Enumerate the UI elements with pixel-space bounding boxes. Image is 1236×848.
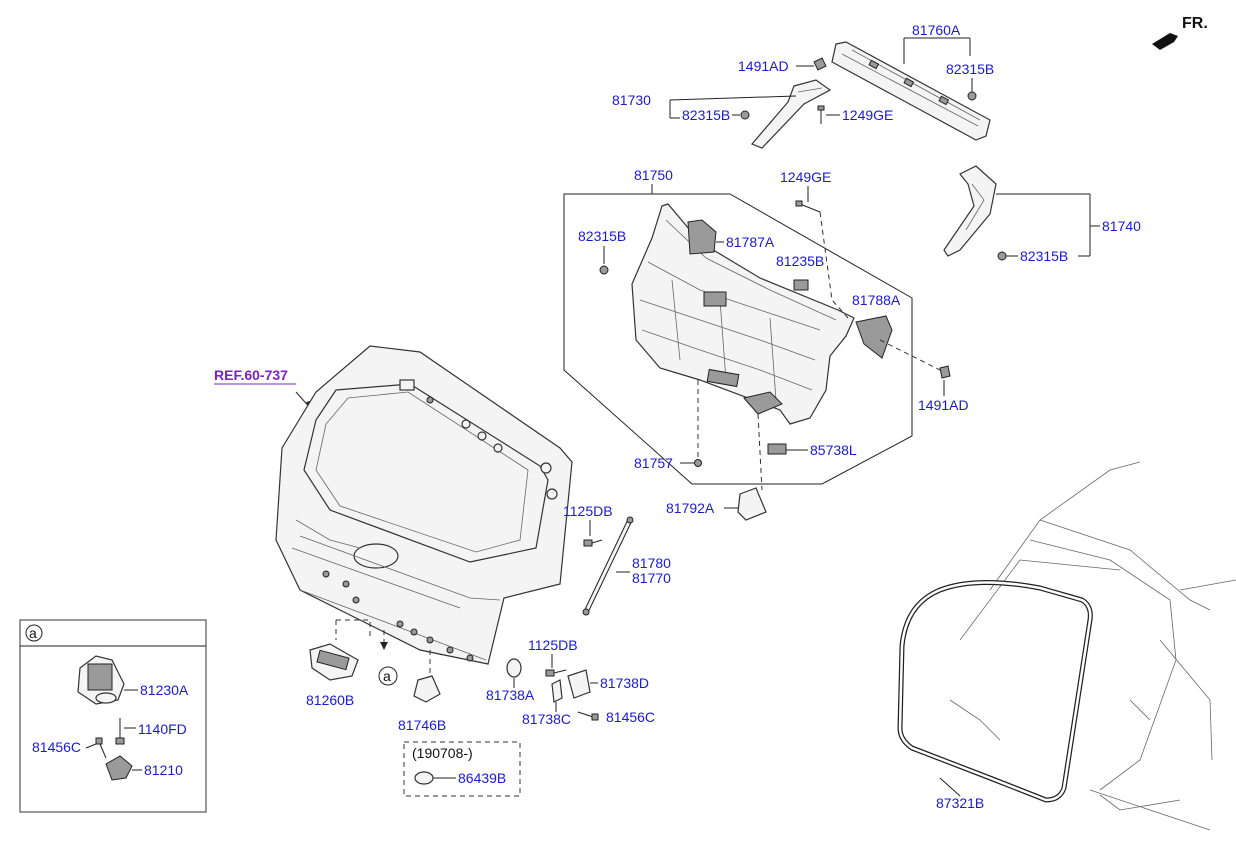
label-1249GE-top: 1249GE — [842, 107, 893, 123]
bolt-1125DB-b — [545, 669, 567, 677]
clip-1491AD-top — [813, 57, 827, 71]
label-81730: 81730 — [612, 92, 651, 108]
detail-callout-a[interactable] — [378, 666, 398, 686]
clip-82315B-top-left — [740, 110, 750, 120]
cover-81788A — [855, 315, 893, 359]
label-82315B-top-left: 82315B — [682, 107, 730, 123]
clip-81757 — [694, 459, 702, 467]
detail-marker-a — [25, 624, 43, 642]
label-81760A: 81760A — [912, 22, 961, 38]
spoiler-trim-81760A — [831, 41, 991, 141]
label-81770: 81770 — [632, 570, 671, 586]
label-81738D: 81738D — [600, 675, 649, 691]
variant-date: (190708-) — [412, 745, 473, 761]
bracket-85738L — [767, 443, 787, 455]
front-direction-arrow: FR. — [1152, 15, 1208, 50]
bumper-81738A — [506, 658, 522, 678]
bracket-81738C — [551, 679, 563, 703]
cover-81787A — [687, 219, 717, 255]
variant-box — [403, 741, 521, 797]
label-81740: 81740 — [1102, 218, 1141, 234]
screw-81456C-left — [95, 737, 107, 759]
bolt-1140FD — [115, 718, 125, 745]
screw-1249GE-top — [817, 105, 825, 124]
vehicle-rear-outline — [949, 461, 1236, 831]
detail-marker-label: a — [29, 625, 37, 641]
label-87321B: 87321B — [936, 795, 984, 811]
reference-label[interactable]: REF.60-737 — [214, 367, 288, 383]
label-1249GE-mid: 1249GE — [780, 169, 831, 185]
weatherstrip-87321B — [897, 579, 1093, 803]
pillar-trim-81740 — [943, 165, 997, 257]
label-81750: 81750 — [634, 167, 673, 183]
label-81738C: 81738C — [522, 711, 571, 727]
label-86439B: 86439B — [458, 770, 506, 786]
bracket-81746B — [413, 675, 441, 703]
label-1491AD-top: 1491AD — [738, 58, 789, 74]
label-81757: 81757 — [634, 455, 673, 471]
detail-box-a — [19, 619, 207, 813]
label-85738L: 85738L — [810, 442, 857, 458]
label-81260B: 81260B — [306, 692, 354, 708]
label-81788A: 81788A — [852, 292, 901, 308]
lock-81210 — [105, 755, 133, 781]
label-81235B: 81235B — [776, 253, 824, 269]
striker-81738D — [567, 669, 591, 699]
detail-callout-a-label: a — [383, 668, 391, 684]
bracket-81235B — [793, 279, 809, 291]
part-86439B — [414, 771, 434, 785]
clip-82315B-mid-left — [599, 265, 609, 275]
gas-strut — [582, 516, 634, 616]
label-1491AD-mid: 1491AD — [918, 397, 969, 413]
liftgate-inner-trim — [631, 203, 855, 425]
clip-1491AD-mid — [939, 365, 951, 379]
latch-81260B — [309, 643, 359, 681]
group-box-81750 — [563, 193, 913, 485]
label-81738A: 81738A — [486, 687, 535, 703]
label-81792A: 81792A — [666, 500, 715, 516]
label-1125DB-a: 1125DB — [563, 503, 613, 519]
label-82315B-top-right: 82315B — [946, 61, 994, 77]
side-trim-81730 — [750, 79, 832, 149]
label-81210: 81210 — [144, 762, 183, 778]
screw-81456C-right — [577, 711, 599, 721]
label-82315B-mid-right: 82315B — [1020, 248, 1068, 264]
liftgate-panel — [275, 345, 573, 665]
clip-82315B-mid-right — [997, 251, 1007, 261]
label-81456C-left: 81456C — [32, 739, 81, 755]
label-81780: 81780 — [632, 555, 671, 571]
label-82315B-mid-left: 82315B — [578, 228, 626, 244]
label-81456C-right: 81456C — [606, 709, 655, 725]
handle-81792A — [737, 487, 767, 521]
label-81230A: 81230A — [140, 682, 189, 698]
screw-1249GE-mid — [795, 200, 821, 213]
label-1125DB-b: 1125DB — [528, 637, 578, 653]
actuator-81230A — [77, 655, 125, 705]
label-81746B: 81746B — [398, 717, 446, 733]
bolt-1125DB-a — [583, 539, 603, 547]
label-81787A: 81787A — [726, 234, 775, 250]
label-1140FD: 1140FD — [138, 721, 187, 737]
front-label: FR. — [1182, 15, 1208, 32]
